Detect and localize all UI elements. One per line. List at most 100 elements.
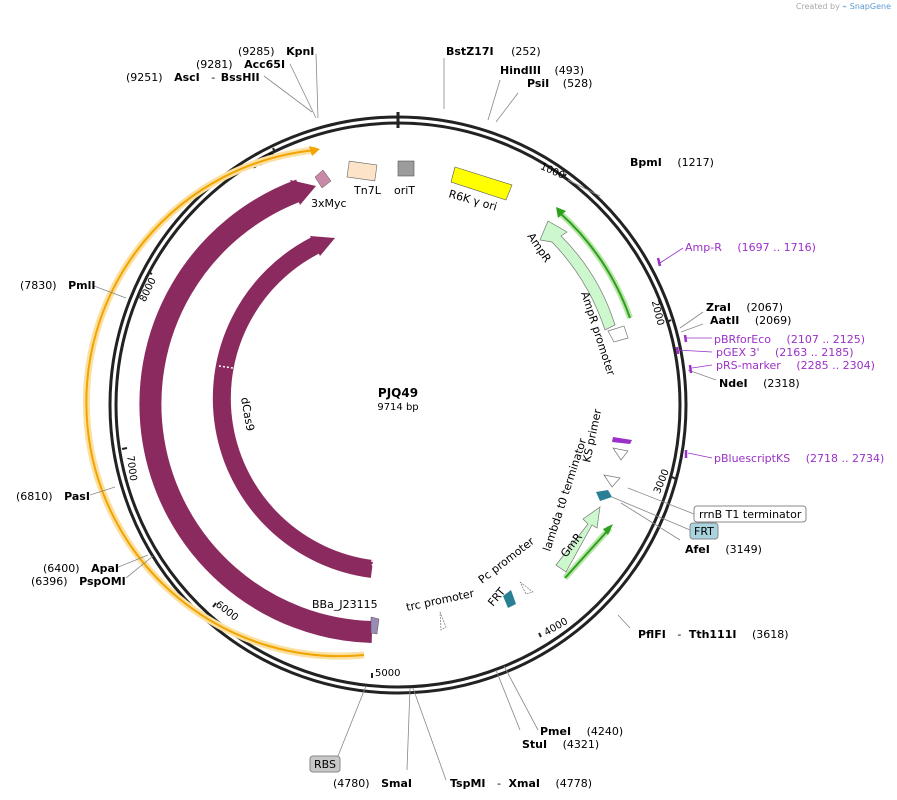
- enzyme-stui-name: StuI: [522, 738, 547, 751]
- frt-box-label: FRT: [694, 525, 714, 538]
- tick-label-2000: 2000: [649, 299, 666, 326]
- enzyme-acc65i-name: Acc65I: [244, 58, 285, 71]
- rbs-label: RBS: [314, 758, 336, 771]
- enzyme-pasi-pos: (6810): [16, 490, 53, 503]
- enzyme-hindiii: HindIII (493): [500, 64, 584, 77]
- enzyme-stui: StuI (4321): [522, 738, 599, 751]
- primer-pbr: pBRforEco (2107 .. 2125): [714, 333, 865, 346]
- enzyme-asci: (9251) AscI - BssHII: [126, 71, 260, 84]
- tick-label-4000: 4000: [542, 616, 570, 638]
- tn7l-feature: [346, 160, 378, 182]
- plasmid-length: 9714 bp: [377, 402, 418, 413]
- enzyme-smai: (4780) SmaI: [333, 777, 412, 790]
- frt-box-leader: [611, 496, 691, 531]
- enzyme-ndei: NdeI (2318): [719, 377, 800, 390]
- primer-prs-range: (2285 .. 2304): [796, 359, 875, 372]
- enzyme-psp: (6396) PspOMI: [31, 575, 126, 588]
- orit-feature: [397, 160, 415, 177]
- cas9-orf-arrowhead: [309, 146, 320, 156]
- enzyme-aatii-pos: (2069): [755, 314, 792, 327]
- enzyme-apai-name: ApaI: [91, 562, 119, 575]
- enzyme-leaders: [89, 53, 717, 781]
- dcas9-feature: [212, 236, 374, 578]
- primer-ampr-range: (1697 .. 1716): [737, 241, 816, 254]
- enzyme-stui-pos: (4321): [563, 738, 600, 751]
- enzyme-apai: (6400) ApaI: [43, 562, 119, 575]
- tick-label-5000: 5000: [375, 668, 400, 679]
- primer-pbr-name: pBRforEco: [714, 333, 771, 346]
- cas9-orf-arc: [85, 149, 365, 658]
- enzyme-aatii-name: AatII: [710, 314, 739, 327]
- enzyme-asci-name: AscI: [174, 71, 200, 84]
- enzyme-acc65i-pos: (9281): [196, 58, 233, 71]
- enzyme-pmei: PmeI (4240): [540, 725, 623, 738]
- credit-brand: SnapGene: [849, 2, 891, 11]
- snapgene-logo-icon: ⌁: [842, 2, 848, 11]
- enzyme-tth111i-name: Tth111I: [689, 628, 737, 641]
- credit-prefix: Created by: [795, 2, 840, 11]
- enzyme-pflfi-name: PflFI: [638, 628, 666, 641]
- myc-label: 3xMyc: [311, 197, 347, 210]
- enzyme-kpni-pos: (9285): [238, 45, 275, 58]
- primer-pbks: pBluescriptKS (2718 .. 2734): [714, 452, 884, 465]
- enzyme-pflfi-pos: (3618): [752, 628, 789, 641]
- tn7l-label: Tn7L: [353, 184, 382, 197]
- primer-ampr: Amp-R (1697 .. 1716): [685, 241, 816, 254]
- enzyme-asci-pos: (9251): [126, 71, 163, 84]
- enzyme-psp-name: PspOMI: [79, 575, 126, 588]
- enzyme-bstz17i: BstZ17I (252): [446, 45, 541, 58]
- rbs-leader: [337, 685, 367, 757]
- enzyme-tspmi-name: TspMI: [450, 777, 486, 790]
- primer-pgex: pGEX 3' (2163 .. 2185): [716, 346, 854, 359]
- primer-prs-name: pRS-marker: [716, 359, 781, 372]
- tick-label-7000: 7000: [124, 455, 138, 482]
- enzyme-pmei-name: PmeI: [540, 725, 571, 738]
- ampr-feature: [539, 220, 616, 331]
- ampr-promoter-feature: [607, 325, 629, 343]
- ampr-orf-arc: [559, 212, 631, 319]
- enzyme-smai-pos: (4780): [333, 777, 370, 790]
- pc-promoter-feature: [519, 581, 534, 595]
- enzyme-afei-pos: (3149): [725, 543, 762, 556]
- enzyme-psii: PsiI (528): [527, 77, 592, 90]
- enzyme-pasi: (6810) PasI: [16, 490, 90, 503]
- enzyme-pmli: (7830) PmlI: [20, 279, 95, 292]
- r6k-feature: [450, 166, 513, 201]
- primer-pbks-name: pBluescriptKS: [714, 452, 790, 465]
- tick-label-1000: 1000: [538, 161, 566, 181]
- cas9-label: Cas9: [160, 413, 180, 448]
- myc-feature: [314, 169, 332, 189]
- enzyme-tspmi: TspMI - XmaI (4778): [450, 777, 592, 790]
- frt-label: FRT: [485, 585, 508, 609]
- rrnb-label: rrnB T1 terminator: [699, 508, 802, 521]
- enzyme-zrai: ZraI (2067): [706, 301, 783, 314]
- primer-pgex-range: (2163 .. 2185): [775, 346, 854, 359]
- enzyme-aatii: AatII (2069): [710, 314, 791, 327]
- dcas9-label: dCas9: [238, 396, 257, 432]
- enzyme-asci-sep: -: [211, 71, 215, 84]
- enzyme-pmli-pos: (7830): [20, 279, 57, 292]
- enzyme-tspmi-sep: -: [497, 777, 501, 790]
- enzyme-bsshii-name: BssHII: [221, 71, 260, 84]
- rrnb-leader: [627, 487, 695, 515]
- plasmid-name: PJQ49: [378, 386, 418, 400]
- enzyme-bpmi-name: BpmI: [630, 156, 662, 169]
- frt-feature: [503, 590, 516, 608]
- frt-box: [689, 522, 719, 540]
- gmr-orf-arc: [564, 527, 611, 579]
- cas9-feature-head: [290, 180, 316, 205]
- enzyme-pflfi-sep: -: [677, 628, 681, 641]
- primer-ampr-name: Amp-R: [685, 241, 722, 254]
- gmr-orf-head: [603, 524, 613, 535]
- enzyme-afei-name: AfeI: [685, 543, 710, 556]
- enzyme-acc65i: (9281) Acc65I: [196, 58, 285, 71]
- bba-feature: [370, 616, 380, 635]
- enzyme-psp-pos: (6396): [31, 575, 68, 588]
- ks-terminator-icon: [612, 447, 629, 461]
- ampr-orf-head: [556, 207, 566, 218]
- enzyme-pasi-name: PasI: [64, 490, 90, 503]
- trc-promoter-feature: [439, 611, 447, 631]
- enzyme-bstz17i-pos: (252): [511, 45, 541, 58]
- enzyme-tspmi-pos: (4778): [555, 777, 592, 790]
